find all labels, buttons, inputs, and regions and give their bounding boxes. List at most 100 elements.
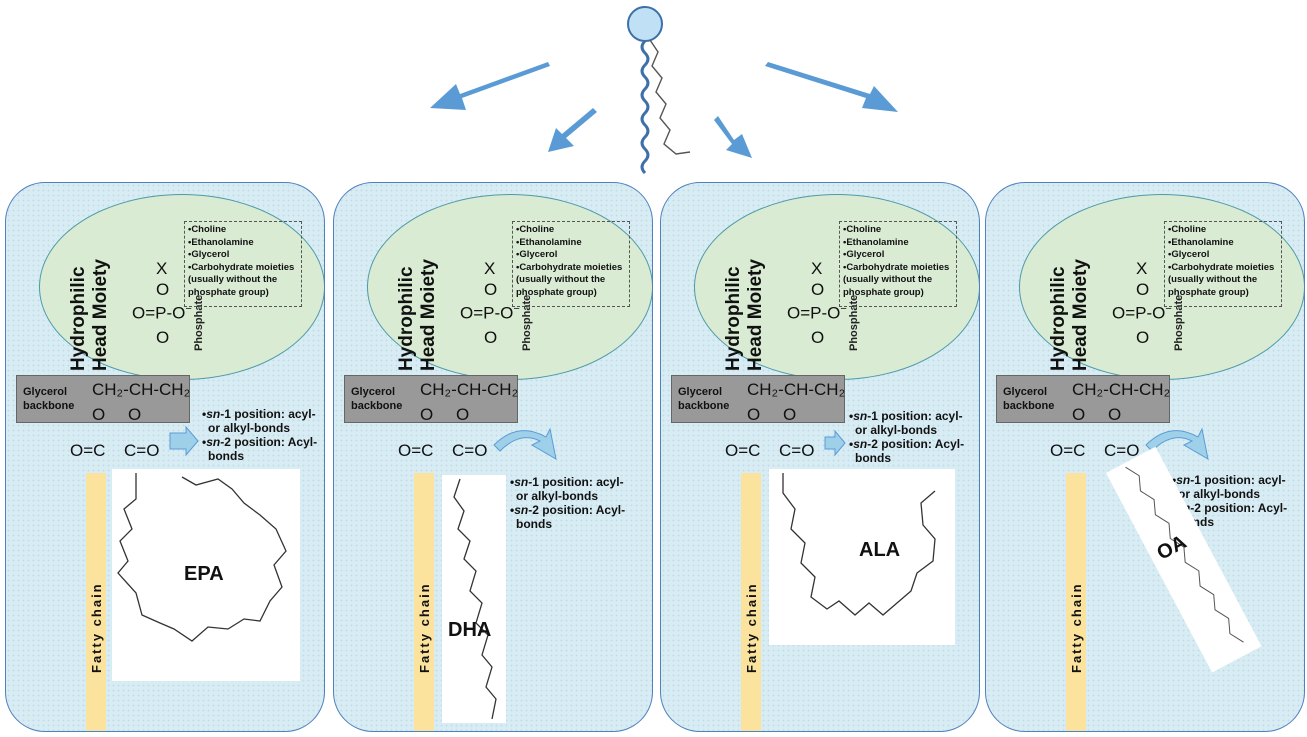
- option-note-line2: phosphate group): [516, 286, 597, 298]
- ester-oxygen-left: O: [92, 405, 106, 424]
- ala-structure-icon: [782, 473, 936, 616]
- option-choline: •Choline: [516, 224, 555, 235]
- glycerol-chain: CH₂-CH-CH₂: [420, 380, 519, 399]
- hydrophilic-head-oval: [39, 194, 324, 380]
- fatty-chain-bar: Fatty chain: [86, 473, 106, 731]
- glycerol-chain: CH₂-CH-CH₂: [747, 380, 846, 399]
- curved-arrow-icon: [1145, 427, 1209, 460]
- bond-arrow-icon: [169, 425, 199, 457]
- option-note-line2: phosphate group): [843, 286, 924, 298]
- oxygen-1: O: [811, 280, 825, 299]
- glycerol-chain: CH₂-CH-CH₂: [1072, 380, 1171, 399]
- phosphate-group: O=P-O−: [1112, 303, 1172, 323]
- fatty-chain-bar: Fatty chain: [741, 473, 761, 731]
- option-note-line1: (usually without the: [188, 274, 278, 285]
- fatty-acid-label: DHA: [448, 619, 492, 641]
- head-options-box: •Choline •Ethanolamine •Glycerol •Carboh…: [839, 221, 957, 307]
- epa-structure-icon: [117, 473, 287, 642]
- sn-positions-note: •sn-1 position: acyl- or alkyl-bonds •sn…: [510, 475, 626, 531]
- saturated-tail-icon: [640, 39, 650, 175]
- option-note-line1: (usually without the: [516, 274, 606, 285]
- option-note-line1: (usually without the: [1168, 274, 1258, 285]
- carbonyl-left: O=C: [725, 441, 761, 460]
- oxygen-2: O: [484, 328, 498, 347]
- ester-oxygen-right: O: [128, 405, 142, 424]
- x-group: X: [156, 259, 168, 278]
- oxygen-1: O: [156, 280, 170, 299]
- carbonyl-left: O=C: [398, 441, 434, 460]
- top-overview: [430, 6, 898, 175]
- oxygen-2: O: [1136, 328, 1150, 347]
- option-choline: •Choline: [843, 224, 882, 235]
- fatty-acid-structure-box: ALA: [769, 469, 955, 645]
- option-carbohydrate: •Carbohydrate moieties: [516, 261, 623, 273]
- carbonyl-right: C=O: [124, 441, 160, 460]
- carbonyl-left: O=C: [1050, 441, 1086, 460]
- ester-oxygen-left: O: [1072, 405, 1086, 424]
- ester-oxygen-left: O: [747, 405, 761, 424]
- arrow-to-panel-3: [714, 116, 752, 158]
- ester-oxygen-right: O: [456, 405, 470, 424]
- option-glycerol: •Glycerol: [843, 249, 885, 260]
- fatty-acid-structure-box: DHA: [442, 475, 506, 723]
- option-ethanolamine: •Ethanolamine: [843, 236, 909, 248]
- option-note-line1: (usually without the: [843, 274, 933, 285]
- curved-arrow-icon: [493, 427, 557, 460]
- fatty-acid-structure-box: EPA: [112, 469, 300, 681]
- head-options-box: •Choline •Ethanolamine •Glycerol •Carboh…: [1164, 221, 1282, 307]
- ester-oxygen-right: O: [1108, 405, 1122, 424]
- ester-oxygen-left: O: [420, 405, 434, 424]
- panel-4-arrow-layer: [1145, 427, 1209, 460]
- x-group: X: [811, 259, 823, 278]
- carbonyl-left: O=C: [70, 441, 106, 460]
- oxygen-1: O: [484, 280, 498, 299]
- panel-dha: Hydrophilic Head Moiety X O O=P-O− O Pho…: [333, 182, 653, 732]
- option-ethanolamine: •Ethanolamine: [1168, 236, 1234, 248]
- sn-positions-note: •sn-1 position: acyl- or alkyl-bonds •sn…: [202, 407, 318, 463]
- arrow-to-panel-2: [548, 108, 597, 152]
- oxygen-2: O: [811, 328, 825, 347]
- option-carbohydrate: •Carbohydrate moieties: [1168, 261, 1275, 273]
- option-ethanolamine: •Ethanolamine: [516, 236, 582, 248]
- carbonyl-right: C=O: [452, 441, 488, 460]
- oxygen-2: O: [156, 328, 170, 347]
- option-ethanolamine: •Ethanolamine: [188, 236, 254, 248]
- panel-2-arrow-layer: [493, 427, 557, 460]
- phosphate-group: O=P-O−: [787, 303, 847, 323]
- option-carbohydrate: •Carbohydrate moieties: [843, 261, 950, 273]
- phospholipid-head-icon: [627, 6, 663, 42]
- unsaturated-tail-icon: [649, 39, 691, 155]
- phosphate-group: O=P-O−: [132, 303, 192, 323]
- panel-1-arrow-layer: [169, 425, 199, 457]
- option-note-line2: phosphate group): [188, 286, 269, 298]
- hydrophilic-head-oval: [1019, 194, 1304, 380]
- hydrophilic-head-oval: [367, 194, 652, 380]
- option-glycerol: •Glycerol: [516, 249, 558, 260]
- option-carbohydrate: •Carbohydrate moieties: [188, 261, 295, 273]
- fatty-chain-bar: Fatty chain: [1066, 473, 1086, 731]
- arrow-to-panel-1: [430, 62, 550, 110]
- head-options-box: •Choline •Ethanolamine •Glycerol •Carboh…: [184, 221, 302, 307]
- option-glycerol: •Glycerol: [188, 249, 230, 260]
- oxygen-1: O: [1136, 280, 1150, 299]
- dha-structure-icon: [453, 478, 497, 720]
- option-choline: •Choline: [1168, 224, 1207, 235]
- x-group: X: [1136, 259, 1148, 278]
- option-glycerol: •Glycerol: [1168, 249, 1210, 260]
- panel-ala: Hydrophilic Head Moiety X O O=P-O− O Pho…: [660, 182, 980, 732]
- carbonyl-right: C=O: [779, 441, 815, 460]
- carbonyl-right: C=O: [1104, 441, 1140, 460]
- ester-oxygen-right: O: [783, 405, 797, 424]
- fatty-chain-bar: Fatty chain: [414, 473, 434, 731]
- phosphate-group: O=P-O−: [460, 303, 520, 323]
- fatty-acid-structure-box: OA: [1106, 446, 1262, 673]
- panel-oa: Hydrophilic Head Moiety X O O=P-O− O Pho…: [985, 182, 1305, 732]
